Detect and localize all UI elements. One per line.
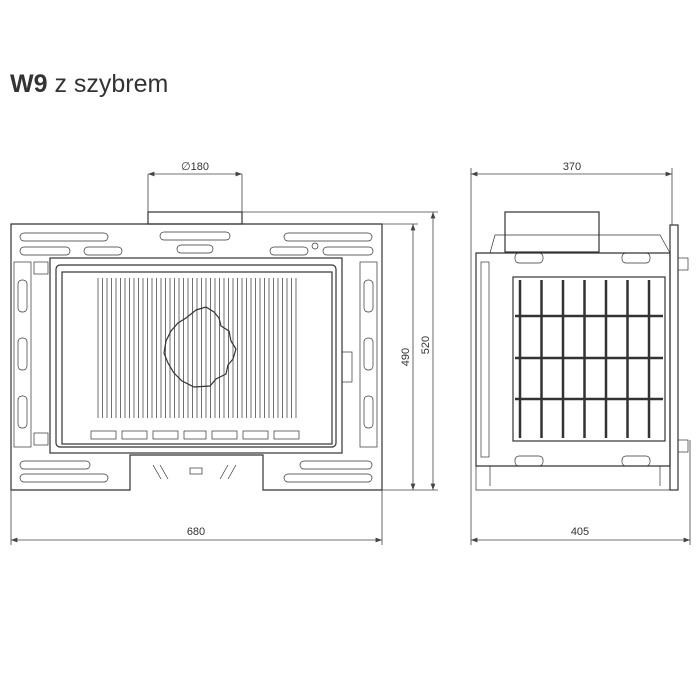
front-frame-outline (10, 223, 383, 491)
bottom-vents (19, 460, 373, 483)
flue-outlet (147, 211, 243, 225)
flame-cutout (163, 306, 237, 388)
side-columns (13, 261, 378, 448)
door-handle (341, 351, 353, 383)
firebox-ribs (97, 278, 297, 418)
door-frame (49, 257, 343, 454)
grate-slots (90, 430, 300, 440)
drawing-title: W9 z szybrem (10, 70, 168, 99)
firebox-grid (515, 280, 663, 438)
dim-label-width: 680 (187, 526, 205, 538)
front-view: ∅180 680 490 520 (10, 161, 438, 545)
side-front-plate (669, 224, 679, 491)
dim-label-height-total: 520 (420, 336, 432, 354)
side-view: 370 405 (470, 161, 691, 545)
dim-label-depth-top: 370 (563, 161, 581, 173)
top-vents (19, 231, 374, 256)
dim-label-height-inner: 490 (400, 348, 412, 366)
door-inner (55, 264, 337, 448)
dim-label-depth-total: 405 (571, 526, 589, 538)
dim-label-flue: ∅180 (181, 161, 209, 173)
model-name: W9 (10, 70, 48, 98)
side-flue (504, 211, 600, 253)
model-subtitle: z szybrem (54, 70, 169, 98)
side-body (475, 252, 671, 467)
glass-pane (61, 271, 333, 445)
firebox-grid-frame (512, 276, 666, 442)
